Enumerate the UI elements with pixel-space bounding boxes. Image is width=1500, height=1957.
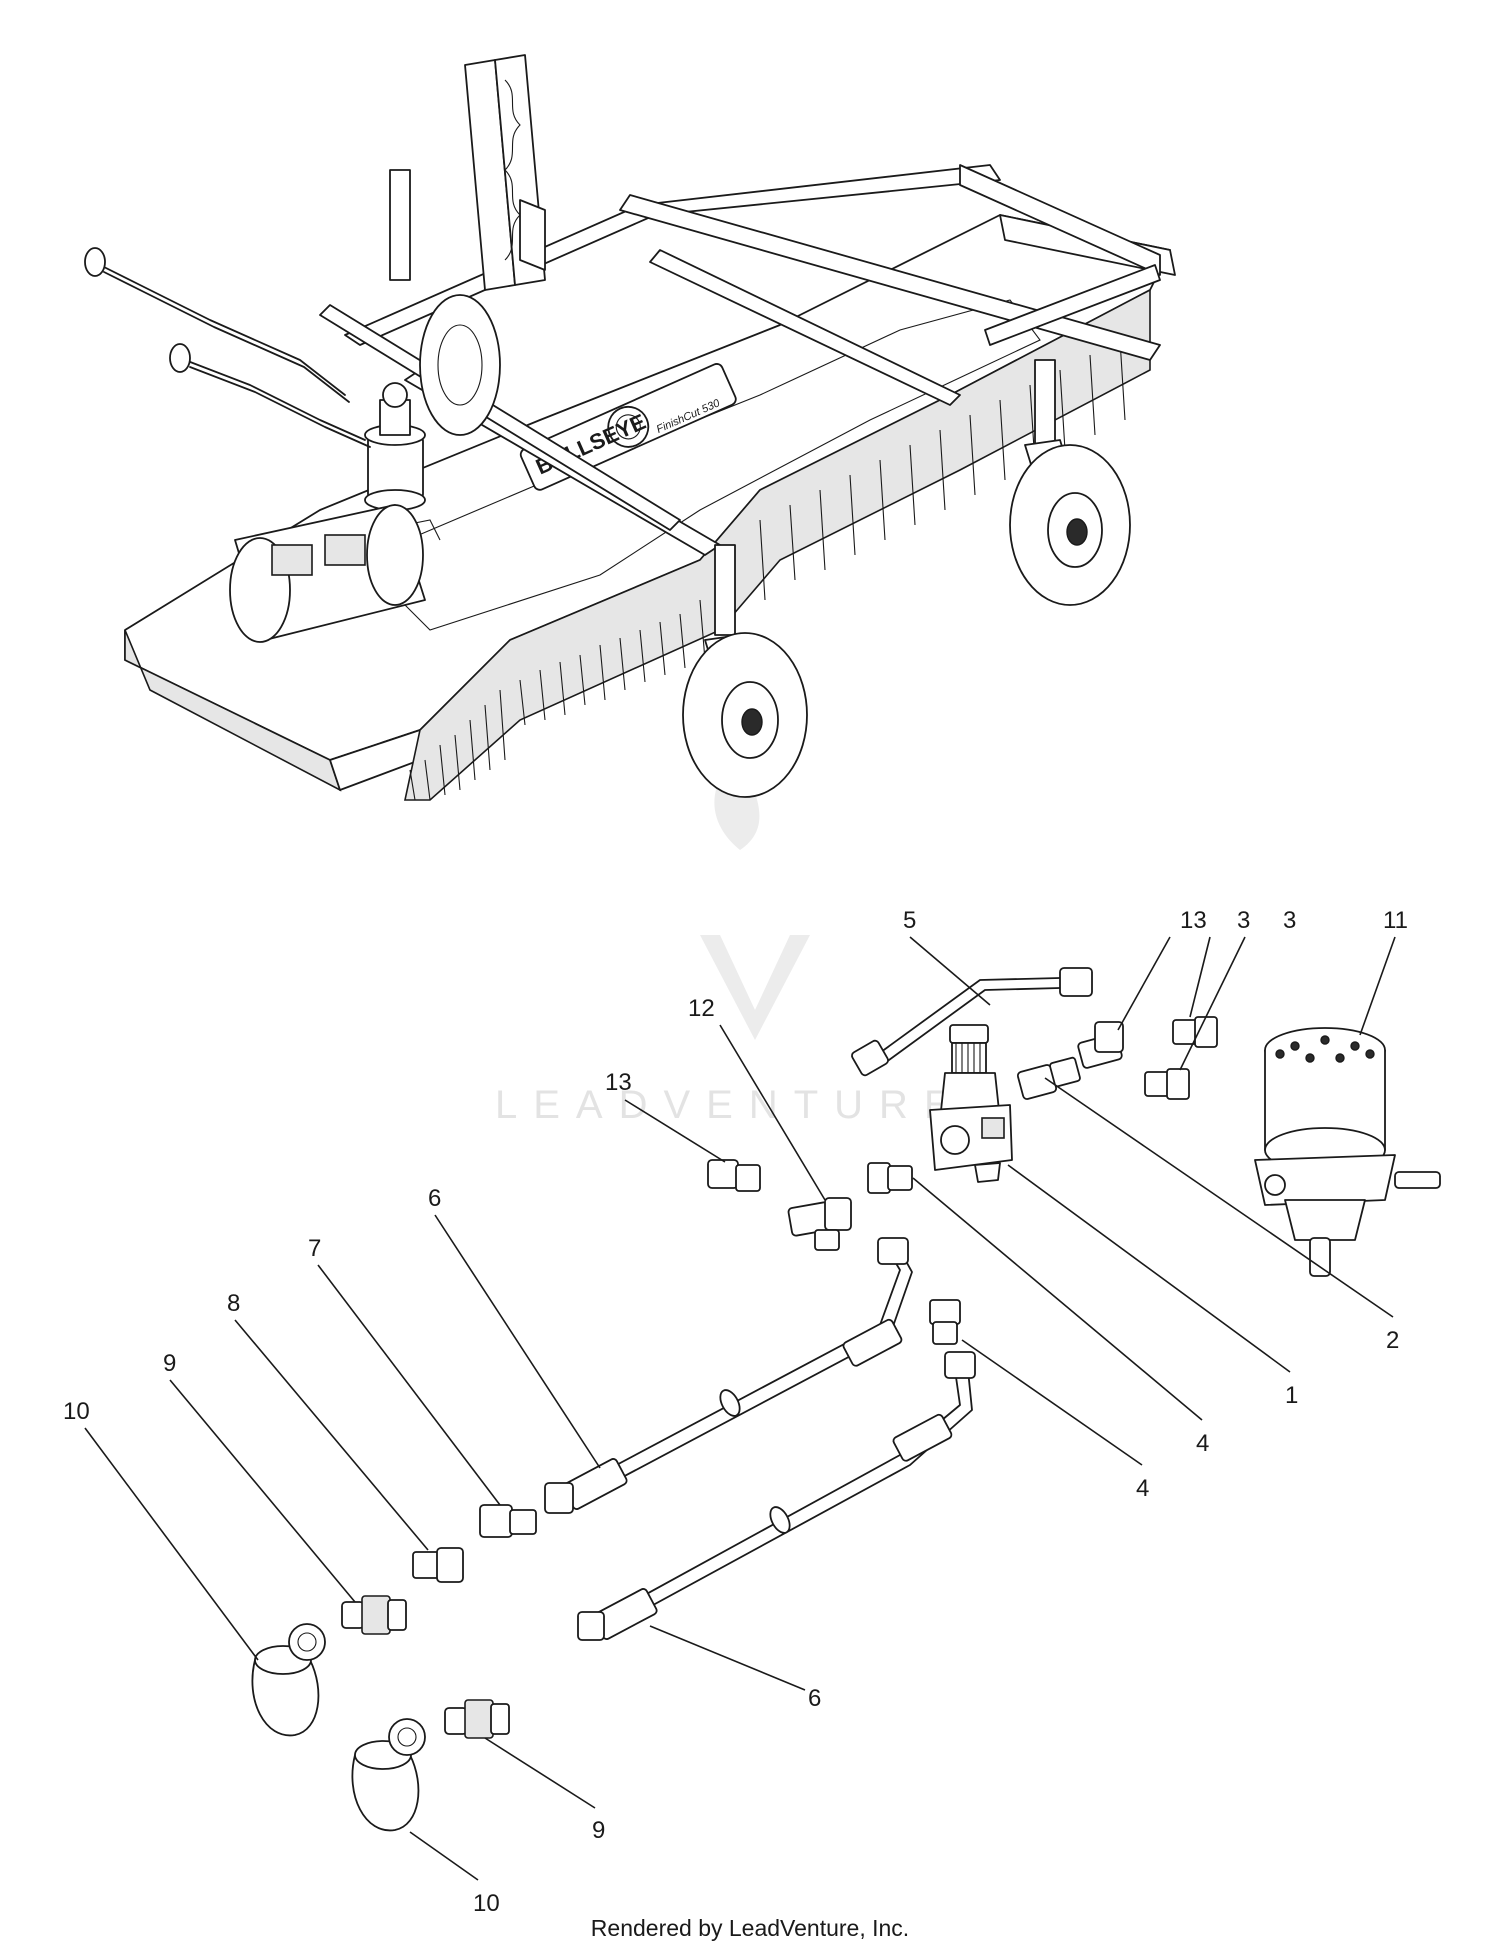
part-13-elbow-right — [1077, 1021, 1124, 1069]
callout-7: 7 — [308, 1235, 321, 1262]
callout-6-lower: 6 — [808, 1685, 821, 1712]
callout-13-right: 13 — [1180, 907, 1207, 934]
part-8-adapter — [412, 1547, 464, 1583]
callout-labels: 5 13 3 3 11 12 13 6 7 8 9 10 2 1 4 4 6 9… — [63, 907, 1408, 1917]
part-9-coupler-lower — [444, 1699, 510, 1739]
callout-3-left: 3 — [1237, 907, 1250, 934]
leader-lines — [84, 936, 1396, 1881]
part-13-fitting-left — [707, 1159, 761, 1192]
part-4-fitting-lower — [929, 1299, 961, 1345]
callout-10-upper: 10 — [63, 1398, 90, 1425]
part-9-coupler-upper — [341, 1595, 407, 1635]
mower-deck — [124, 214, 1171, 761]
part-4-fitting-upper — [867, 1162, 913, 1194]
part-3-fitting-lower — [1144, 1068, 1190, 1100]
callout-4-upper: 4 — [1196, 1430, 1209, 1457]
callout-11: 11 — [1383, 907, 1408, 934]
callout-2: 2 — [1386, 1327, 1399, 1354]
part-7-adapter — [479, 1504, 537, 1538]
exploded-parts — [251, 967, 1441, 1832]
hitch-mast — [464, 54, 546, 291]
caster-wheel-rear — [1009, 359, 1131, 606]
part-6-hose-lower — [577, 1351, 976, 1641]
part-5-tube — [851, 967, 1093, 1077]
callout-10-lower: 10 — [473, 1890, 500, 1917]
callout-1: 1 — [1285, 1382, 1298, 1409]
callout-13-left: 13 — [605, 1069, 632, 1096]
part-6-hose-upper — [544, 1237, 913, 1514]
part-3-fitting-upper — [1172, 1016, 1218, 1048]
part-11-hydraulic-motor — [1254, 1027, 1441, 1277]
callout-5: 5 — [903, 907, 916, 934]
caster-wheel-left — [389, 169, 501, 436]
callout-3-right: 3 — [1283, 907, 1296, 934]
part-10-dust-cap-lower — [351, 1718, 426, 1832]
callout-9-upper: 9 — [163, 1350, 176, 1377]
hydraulic-motor-on-deck — [364, 382, 426, 511]
render-credit-footer: Rendered by LeadVenture, Inc. — [590, 1915, 910, 1941]
part-2-fitting — [1016, 1056, 1081, 1100]
watermark-text: LEADVENTURE — [495, 1083, 967, 1127]
caster-wheel-front — [682, 544, 808, 798]
mower-hoses — [84, 247, 371, 448]
part-10-dust-cap-upper — [251, 1623, 326, 1737]
callout-12: 12 — [688, 995, 715, 1022]
leadventure-watermark: LEADVENTURE — [495, 770, 967, 1127]
callout-4-lower: 4 — [1136, 1475, 1149, 1502]
callout-8: 8 — [227, 1290, 240, 1317]
part-12-elbow — [787, 1197, 852, 1251]
part-1-flow-control-valve — [929, 1024, 1013, 1183]
callout-9-lower: 9 — [592, 1817, 605, 1844]
belt-guard — [229, 504, 426, 643]
callout-6-upper: 6 — [428, 1185, 441, 1212]
hitch-frame — [319, 164, 1161, 556]
mower-assembly: BULLSEYE FinishCut 530 — [84, 54, 1176, 801]
